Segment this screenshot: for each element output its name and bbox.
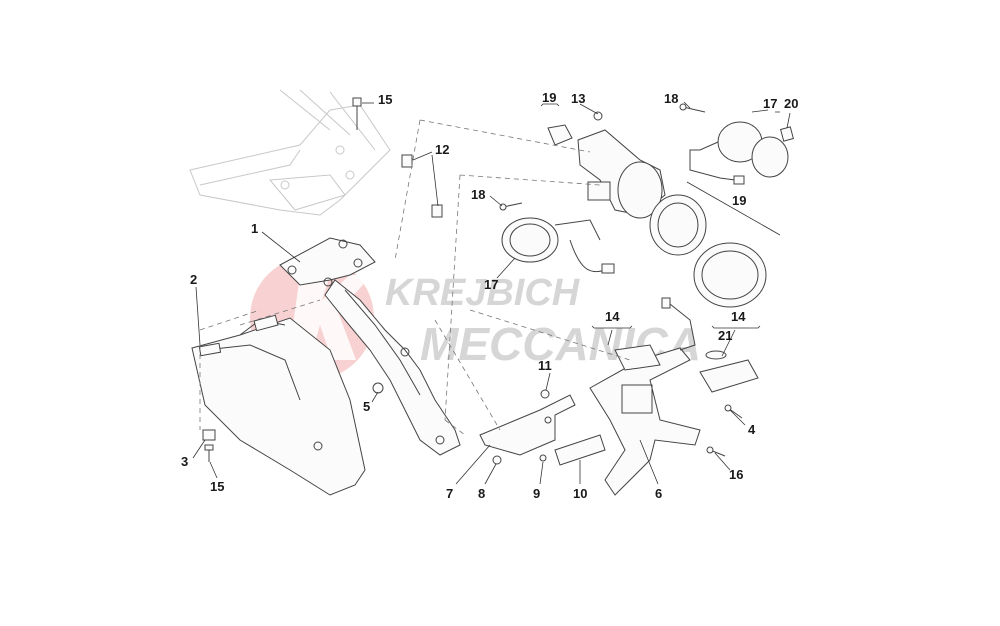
assembly-lines <box>199 119 631 436</box>
callout-3: 3 <box>181 454 188 469</box>
turn-indicators <box>501 121 789 274</box>
callout-15-top: 15 <box>378 92 392 107</box>
rear-lamp-assembly <box>547 124 767 308</box>
subframe-outline <box>189 89 391 216</box>
callout-14-left: 14 <box>605 309 620 324</box>
rear-mudguard <box>191 314 366 496</box>
callout-13: 13 <box>571 91 585 106</box>
callout-2: 2 <box>190 272 197 287</box>
license-plate-holder <box>479 297 759 496</box>
callout-7: 7 <box>446 486 453 501</box>
callout-11: 11 <box>538 358 552 373</box>
support-bracket <box>279 237 461 456</box>
callout-6: 6 <box>655 486 662 501</box>
callout-16: 16 <box>729 467 743 482</box>
watermark-line1: KREJBICH <box>385 272 581 314</box>
callout-17-right: 17 <box>763 96 777 111</box>
callout-21: 21 <box>718 328 732 343</box>
callout-19-right: 19 <box>732 193 746 208</box>
callout-18-top: 18 <box>664 91 678 106</box>
callout-18-left: 18 <box>471 187 485 202</box>
callout-14-right: 14 <box>731 309 746 324</box>
callout-15-bottom: 15 <box>210 479 224 494</box>
callout-19-top: 19 <box>542 90 556 105</box>
callout-20: 20 <box>784 96 798 111</box>
callout-5: 5 <box>363 399 370 414</box>
leader-lines <box>192 101 791 485</box>
callout-1: 1 <box>251 221 258 236</box>
fasteners <box>202 97 794 465</box>
callout-12: 12 <box>435 142 449 157</box>
callout-10: 10 <box>573 486 587 501</box>
callout-8: 8 <box>478 486 485 501</box>
callout-9: 9 <box>533 486 540 501</box>
callout-17-left: 17 <box>484 277 498 292</box>
callout-labels: 1 2 3 4 5 6 7 8 9 10 11 12 13 14 14 15 1… <box>181 90 798 501</box>
callout-4: 4 <box>748 422 756 437</box>
